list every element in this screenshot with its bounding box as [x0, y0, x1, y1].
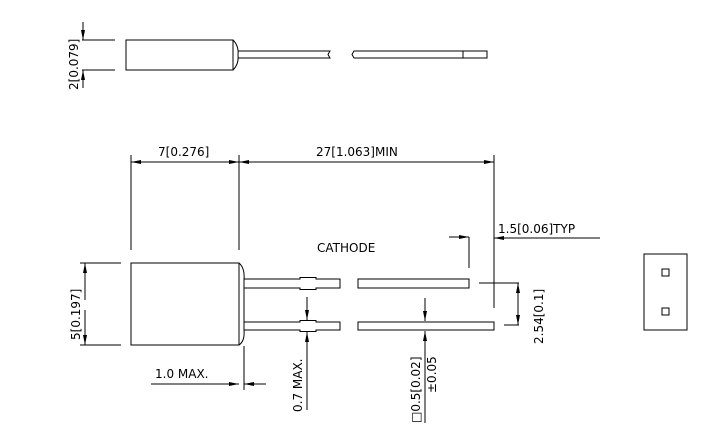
top-lead-right [351, 50, 488, 59]
lead-tolerance: ±0.05 [425, 356, 439, 393]
end-view [643, 253, 688, 331]
body-length-dimension: 7[0.276] [158, 145, 209, 159]
lead-pitch-dimension: 2.54[0.1] [532, 289, 546, 344]
lead-offset-dimension: 1.5[0.06]TYP [498, 222, 575, 236]
side-view: 7[0.276] 27[1.063]MIN 1.5[0.06]TYP CATHO… [69, 145, 600, 423]
cathode-label: CATHODE [317, 241, 375, 255]
cathode-lead-left [244, 320, 341, 332]
anode-lead-left [244, 277, 341, 290]
top-dome [232, 39, 239, 71]
lead-length-dimension: 27[1.063]MIN [316, 145, 398, 159]
side-dome [238, 262, 245, 346]
top-view: 2[0.079] [67, 22, 488, 90]
flange-dimension: 1.0 MAX. [155, 367, 209, 381]
cathode-lead-right [357, 321, 495, 331]
top-body [125, 39, 234, 71]
body-height-dimension: 5[0.197] [69, 289, 83, 340]
top-lead-left [238, 50, 331, 59]
end-lead-anode [661, 268, 670, 277]
lead-size-dimension: □0.5[0.02] [409, 356, 423, 423]
anode-lead-right [357, 278, 470, 289]
side-body [130, 262, 240, 346]
end-lead-cathode [661, 307, 670, 316]
thickness-dimension: 2[0.079] [67, 39, 81, 90]
end-body [643, 253, 688, 331]
standoff-dimension: 0.7 MAX. [291, 359, 305, 413]
